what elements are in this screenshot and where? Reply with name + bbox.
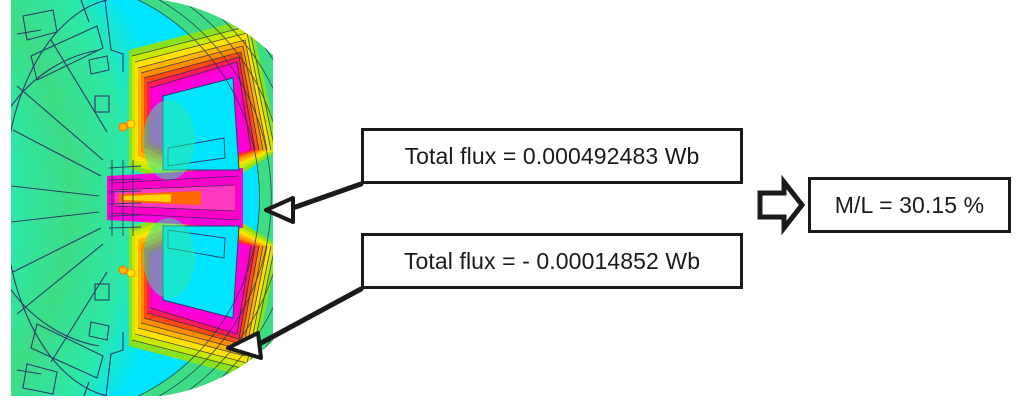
ratio-result-box: M/L = 30.15 % xyxy=(808,177,1011,233)
flux-negative-label: Total flux = - 0.00014852 Wb xyxy=(403,247,701,274)
stator-slot-outlines xyxy=(11,0,124,396)
flux-negative-callout-box: Total flux = - 0.00014852 Wb xyxy=(361,233,743,289)
interpole-saturation-band xyxy=(107,168,243,228)
flux-positive-callout-box: Total flux = 0.000492483 Wb xyxy=(361,128,743,184)
flux-positive-label: Total flux = 0.000492483 Wb xyxy=(404,142,700,169)
flux-bridge-nodes xyxy=(118,119,136,278)
motor-flux-density-plot xyxy=(11,0,273,396)
magnet-edge-shading xyxy=(143,100,195,298)
airgap-flux-lines xyxy=(108,160,142,236)
leader-line-flux-positive xyxy=(264,181,364,224)
result-block-arrow-icon xyxy=(757,174,806,236)
ratio-label: M/L = 30.15 % xyxy=(834,191,985,218)
stator-tooth-tips xyxy=(88,55,110,341)
machine-body xyxy=(11,0,273,396)
